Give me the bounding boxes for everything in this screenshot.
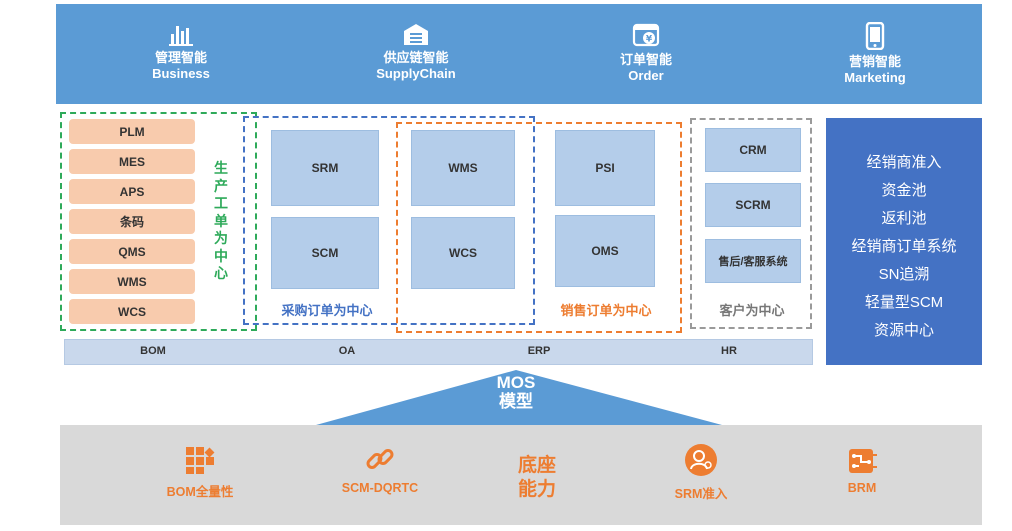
- pillar-order: ¥ 订单智能 Order: [576, 22, 716, 83]
- mos-title-line2: 模型: [499, 392, 533, 411]
- production-item: MES: [69, 149, 195, 174]
- capability-scm: SCM-DQRTC: [325, 445, 435, 495]
- base-item: OA: [338, 345, 356, 357]
- warehouse-icon: [346, 22, 486, 46]
- capability-brm: BRM: [812, 447, 912, 495]
- chain-link-icon: [325, 445, 435, 475]
- top-banner: 管理智能 Business 供应链智能 SupplyChain ¥ 订单智能 O…: [56, 4, 982, 104]
- production-item: WCS: [69, 299, 195, 324]
- pillar-cn: 供应链智能: [383, 50, 449, 65]
- dealer-panel-item: 经销商准入: [866, 154, 942, 171]
- pillar-en: Business: [152, 66, 210, 81]
- dealer-panel-item: 经销商订单系统: [851, 238, 957, 255]
- pillar-cn: 管理智能: [154, 50, 207, 65]
- pillar-business: 管理智能 Business: [111, 22, 251, 81]
- production-group-label: 生产工单为中心: [214, 160, 228, 281]
- base-systems-row: BOM OA ERP HR: [64, 339, 813, 365]
- yen-order-icon: ¥: [576, 22, 716, 48]
- circuit-icon: [812, 447, 912, 475]
- pillar-marketing: 营销智能 Marketing: [805, 22, 945, 85]
- pillar-cn: 订单智能: [619, 52, 672, 67]
- mobile-phone-icon: [805, 22, 945, 50]
- capability-srm: SRM准入: [651, 443, 751, 502]
- base-item: ERP: [527, 345, 551, 357]
- foundation-title-line2: 能力: [517, 479, 556, 500]
- svg-text:¥: ¥: [646, 35, 653, 45]
- production-item: WMS: [69, 269, 195, 294]
- dealer-panel-item: 资源中心: [873, 322, 934, 339]
- capability-bom: BOM全量性: [150, 445, 250, 500]
- production-item: 条码: [69, 209, 195, 234]
- mos-title: MOS 模型: [466, 373, 566, 411]
- production-item: QMS: [69, 239, 195, 264]
- capability-label: BRM: [847, 481, 877, 495]
- sales-group-label: 销售订单为中心: [560, 303, 652, 318]
- grid-blocks-icon: [150, 445, 250, 475]
- system-box-wcs: WCS: [411, 217, 515, 289]
- dealer-panel-item: 轻量型SCM: [864, 294, 944, 311]
- customer-group-label: 客户为中心: [719, 303, 785, 318]
- system-box-srm: SRM: [271, 130, 379, 206]
- base-item: HR: [721, 345, 737, 357]
- system-box-scrm: SCRM: [705, 183, 801, 227]
- purchase-group: [243, 116, 535, 325]
- dealer-panel-item: 返利池: [881, 210, 927, 227]
- system-box-oms: OMS: [555, 215, 655, 287]
- mos-title-line1: MOS: [496, 373, 536, 392]
- pillar-en: SupplyChain: [376, 66, 456, 81]
- production-item: PLM: [69, 119, 195, 144]
- system-box-psi: PSI: [555, 130, 655, 206]
- customer-group: [690, 118, 812, 329]
- pillar-cn: 营销智能: [848, 54, 901, 69]
- capability-label: BOM全量性: [166, 485, 234, 499]
- production-group: [60, 112, 257, 331]
- purchase-group-label: 采购订单为中心: [281, 303, 373, 318]
- production-item: APS: [69, 179, 195, 204]
- user-circle-icon: [651, 443, 751, 477]
- bar-chart-icon: [111, 22, 251, 46]
- dealer-panel-item: 资金池: [881, 182, 927, 199]
- dealer-panel-item: SN追溯: [878, 266, 930, 283]
- capability-label: SRM准入: [674, 487, 728, 501]
- system-box-aftersales: 售后/客服系统: [705, 239, 801, 283]
- sales-group: [396, 122, 682, 333]
- system-box-scm: SCM: [271, 217, 379, 289]
- system-box-wms: WMS: [411, 130, 515, 206]
- pillar-en: Order: [628, 68, 664, 83]
- foundation-capability-title: 底座 能力: [494, 454, 580, 502]
- capability-label: SCM-DQRTC: [341, 481, 419, 495]
- foundation-title-line1: 底座: [517, 455, 556, 476]
- system-box-crm: CRM: [705, 128, 801, 172]
- pillar-supplychain: 供应链智能 SupplyChain: [346, 22, 486, 81]
- foundation-band: [60, 425, 982, 525]
- base-item: BOM: [140, 345, 166, 357]
- pillar-en: Marketing: [844, 70, 906, 85]
- dealer-panel: 经销商准入 资金池 返利池 经销商订单系统 SN追溯 轻量型SCM 资源中心: [826, 118, 982, 365]
